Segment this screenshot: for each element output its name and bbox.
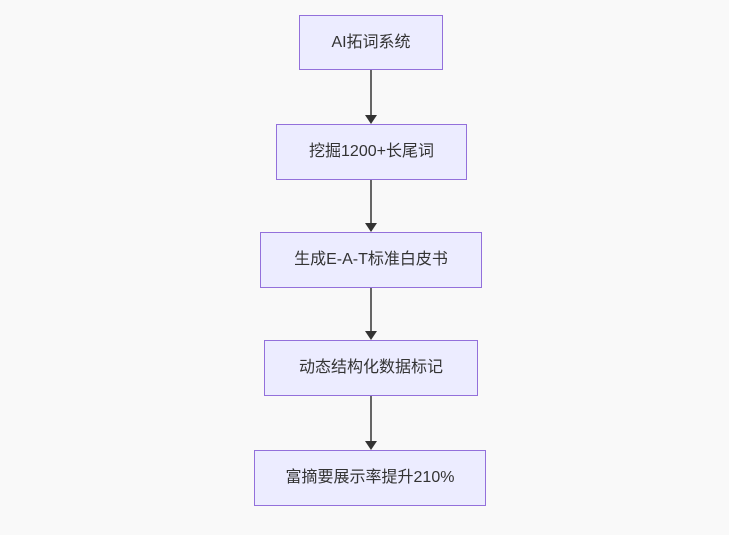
flowchart-node-generate-eat-whitepaper: 生成E-A-T标准白皮书 bbox=[260, 232, 482, 288]
arrowhead-down-icon bbox=[365, 441, 377, 450]
edge-line-4 bbox=[370, 396, 372, 441]
flowchart-node-mine-longtail-keywords: 挖掘1200+长尾词 bbox=[276, 124, 467, 180]
node-label: 生成E-A-T标准白皮书 bbox=[294, 251, 448, 269]
arrowhead-down-icon bbox=[365, 331, 377, 340]
edge-line-2 bbox=[370, 180, 372, 223]
node-label: 挖掘1200+长尾词 bbox=[309, 143, 434, 161]
node-label: AI拓词系统 bbox=[331, 33, 411, 51]
node-label: 富摘要展示率提升210% bbox=[285, 469, 455, 487]
edge-line-1 bbox=[370, 70, 372, 115]
arrowhead-down-icon bbox=[365, 223, 377, 232]
node-label: 动态结构化数据标记 bbox=[298, 359, 443, 377]
arrowhead-down-icon bbox=[365, 115, 377, 124]
flowchart-node-ai-word-expansion-system: AI拓词系统 bbox=[299, 15, 443, 70]
flowchart-node-rich-snippet-rate-increase: 富摘要展示率提升210% bbox=[254, 450, 486, 506]
edge-line-3 bbox=[370, 288, 372, 331]
flowchart-node-dynamic-structured-data-markup: 动态结构化数据标记 bbox=[264, 340, 478, 396]
